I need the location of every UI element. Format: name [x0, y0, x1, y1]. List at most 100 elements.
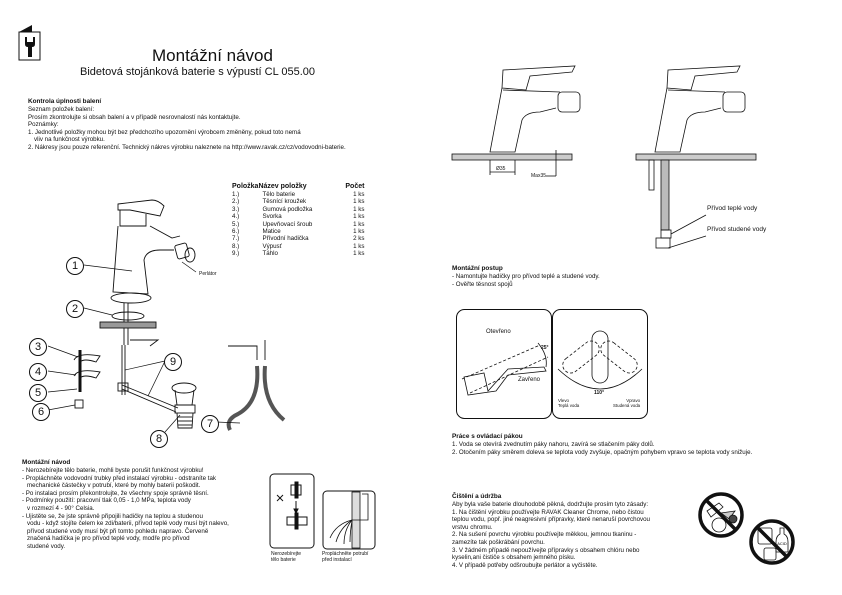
perlator-label: Perlátor [199, 271, 217, 277]
max-thickness-dimension: Max35 [531, 173, 547, 179]
lever-operation-heading: Práce s ovládací pákou [452, 433, 523, 440]
item-number: 1.) [232, 191, 240, 198]
page-title: Montážní návod [152, 46, 273, 65]
item-name: Táhlo [262, 250, 278, 258]
callout-4: 4 [29, 363, 47, 381]
callout-5: 5 [29, 384, 47, 402]
item-number: 5.) [232, 220, 240, 228]
item-name: Svorka [262, 213, 282, 221]
assembly-guide-line: přívod studené vody musí být při tomto p… [27, 527, 209, 535]
assembly-guide-line: - Podmínky použití: pracovní tlak 0,05 -… [22, 497, 191, 505]
package-check-section: Kontrola úplnosti balení Seznam položek … [28, 98, 346, 152]
item-count: 1 ks [353, 228, 365, 236]
cleaning-line: 4. V případě potřeby odšroubujte perláto… [452, 561, 598, 569]
item-name: Matice [262, 228, 281, 236]
col-header-name: Název položky [258, 183, 307, 190]
cleaning-line: vrstvu chromu. [452, 523, 493, 531]
package-check-line: Poznámky: [28, 121, 59, 129]
item-number: 6.) [232, 228, 240, 236]
lever-closed-label: Zavřeno [518, 377, 541, 383]
parts-table-header: Položka Název položky Počet [232, 183, 364, 191]
lever-operation-section: Práce s ovládací pákou 1. Voda se otevír… [452, 433, 752, 456]
item-name: Výpusť [262, 242, 282, 250]
callout-6: 6 [32, 403, 50, 421]
item-count: 1 ks [353, 205, 365, 213]
package-check-line: Prosím zkontrolujte si obsah balení a v … [28, 113, 241, 121]
item-count: 2 ks [353, 235, 365, 243]
assembly-guide-line: studené vody. [27, 542, 66, 550]
parts-table-row: 6.) Matice 1 ks [232, 228, 364, 235]
callout-3: 3 [29, 338, 47, 356]
package-check-heading: Kontrola úplnosti balení [28, 98, 102, 105]
item-count: 1 ks [353, 191, 365, 198]
callout-8: 8 [150, 430, 168, 448]
page-subtitle: Bidetová stojánková baterie s výpustí CL… [80, 66, 316, 78]
package-check-line: vliv na funkčnost výrobku. [34, 136, 105, 144]
cleaning-line: zamezíte tak poškrábání povrchu. [452, 538, 545, 546]
cleaning-line: kyselin,ani čističe s obsahem jemného pí… [452, 554, 576, 562]
lever-tilt-angle: 25° [541, 345, 549, 351]
col-header-count: Počet [345, 183, 365, 190]
item-number: 3.) [232, 205, 240, 213]
wrench-manual-icon [18, 24, 42, 62]
cleaning-line: teplou vodu, popř. jiné neagresivní příp… [452, 516, 650, 524]
parts-table: Položka Název položky Počet 1.)Tělo bate… [232, 183, 364, 258]
diameter-dimension: Ø35 [496, 166, 506, 172]
col-header-item: Položka [232, 183, 259, 190]
item-count: 1 ks [353, 220, 365, 228]
package-check-line: 1. Jednotlivé položky mohou být bez před… [28, 128, 301, 136]
item-count: 1 ks [353, 213, 365, 221]
lever-open-label: Otevřeno [486, 329, 511, 335]
lever-operation-line: 2. Otočením páky směrem doleva se teplot… [452, 448, 753, 456]
hot-water-supply-label: Přívod teplé vody [707, 205, 758, 212]
cleaning-line: 3. V žádném případě nepoužívejte příprav… [452, 546, 640, 554]
callout-2: 2 [66, 300, 84, 318]
item-number: 9.) [232, 250, 240, 258]
package-check-line: Seznam položek balení: [28, 106, 95, 113]
item-number: 2.) [232, 198, 240, 206]
item-name: Přívodní hadička [262, 235, 309, 243]
lever-right-label: Vpravo Studená voda [613, 398, 641, 408]
item-number: 4.) [232, 213, 240, 221]
parts-table-row: 5.) Upevňovací šroub 1 ks [232, 221, 364, 228]
item-name: Gumová podložka [262, 205, 313, 213]
callout-1: 1 [66, 257, 84, 275]
mounting-procedure-line: - Namontujte hadičky pro přívod teplé a … [452, 273, 600, 280]
cleaning-heading: Čištění a údržba [452, 493, 502, 500]
cleaning-section: Čištění a údržba Aby byla vaše baterie d… [452, 493, 650, 569]
cold-water-supply-label: Přívod studené vody [707, 226, 767, 233]
mounting-procedure-line: - Ověřte těsnost spojů [452, 280, 513, 288]
parts-table-row: 3.) Gumová podložka 1 ks [232, 206, 364, 213]
parts-table-row: 8.) Výpusť 1 ks [232, 243, 364, 250]
assembly-guide-line: - Nerozebírejte tělo baterie, mohli byst… [22, 467, 204, 474]
assembly-guide-heading: Montážní návod [22, 459, 71, 466]
mounting-procedure-section: Montážní postup - Namontujte hadičky pro… [452, 265, 600, 288]
do-not-disassemble-figure [269, 473, 315, 549]
item-name: Těsnící kroužek [262, 198, 307, 206]
no-acid-chemicals-icon: ACID [749, 519, 795, 565]
assembly-guide-line: - Propláchněte vodovodní trubky před ins… [22, 474, 216, 482]
item-number: 8.) [232, 242, 240, 250]
item-count: 1 ks [353, 242, 365, 250]
assembly-guide-line: - Ujistěte se, že jste správně připojili… [22, 512, 203, 520]
callout-9: 9 [164, 353, 182, 371]
package-check-line: 2. Nákresy jsou pouze referenční. Techni… [28, 143, 346, 151]
assembly-guide-line: mechanické částečky v potrubí, které by … [27, 482, 201, 490]
parts-table-row: 4.) Svorka 1 ks [232, 213, 364, 220]
callout-7: 7 [201, 415, 219, 433]
lever-tilt-diagram [456, 309, 552, 419]
mounting-procedure-heading: Montážní postup [452, 265, 503, 272]
assembly-guide-section: Montážní návod - Nerozebírejte tělo bate… [22, 459, 229, 551]
lever-operation-line: 1. Voda se otevírá zvednutím páky nahoru… [452, 441, 655, 448]
assembly-guide-line: - Po instalaci prosím překontrolujte, že… [22, 489, 209, 497]
cleaning-line: 2. Na sušení povrchu výrobku používejte … [452, 531, 637, 539]
figure-caption-flush: Propláchněte potrubí před instalací [322, 551, 369, 563]
item-name: Upevňovací šroub [262, 220, 313, 228]
assembly-guide-line: vodu - když stojíte čelem ke zdi/baterii… [27, 520, 229, 528]
